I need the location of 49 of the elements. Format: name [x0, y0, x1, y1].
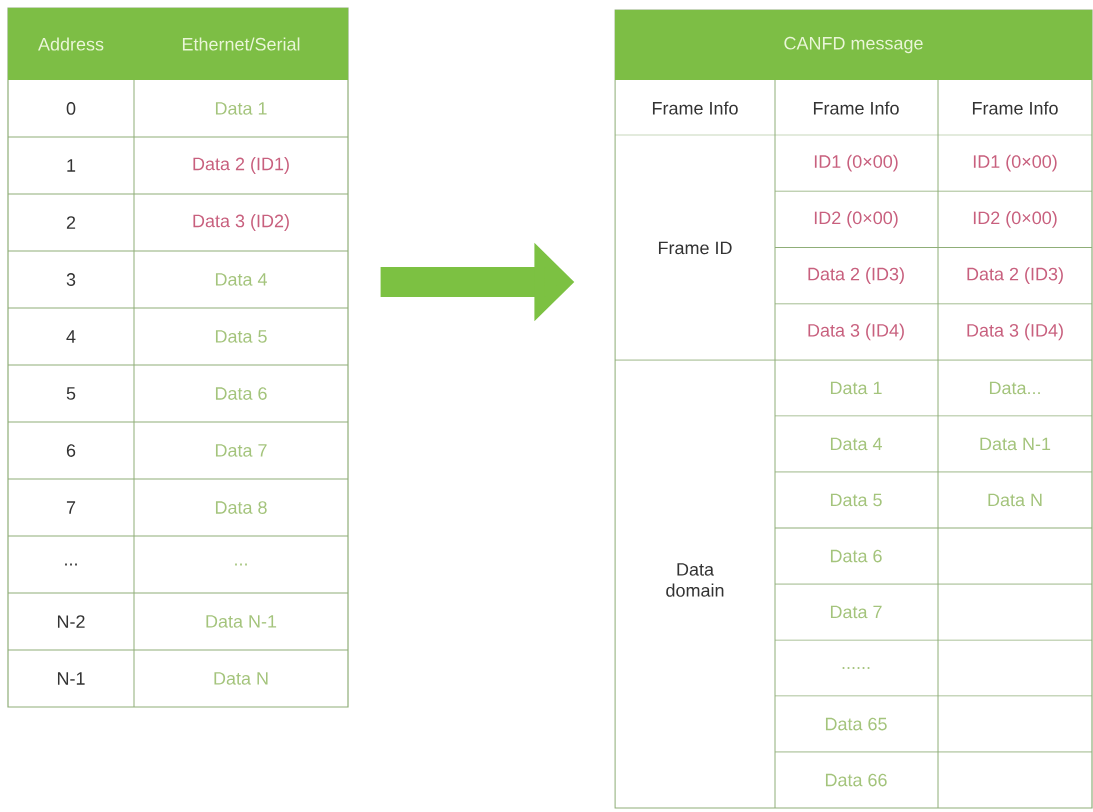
header-cell: Ethernet/Serial	[134, 8, 348, 80]
cell-text: Data 3 (ID4)	[967, 323, 1063, 341]
cell-text: Frame Info	[813, 101, 899, 115]
cell-text: Data 2 (ID3)	[808, 267, 904, 284]
cell-text: Data N-1	[206, 615, 277, 628]
cell-text: Data 1	[830, 381, 882, 395]
cell-text: 1	[67, 159, 76, 172]
header-cell: Address	[8, 8, 134, 80]
cell-text: Data...	[989, 381, 1040, 395]
cell-text: 3	[66, 273, 76, 286]
cell-text: Data N	[988, 493, 1042, 507]
cell-text: 5	[66, 387, 76, 400]
cell-text: Data 8	[215, 501, 267, 514]
cell-text: 6	[66, 444, 76, 457]
cell-text: 4	[66, 330, 76, 343]
cell-text: ...	[235, 563, 247, 566]
cell-text: ID2 (0×00)	[814, 211, 898, 228]
cell-text: Data 65	[825, 717, 887, 731]
cell-text: Data 3 (ID2)	[193, 214, 289, 231]
cell-text: Data 3 (ID4)	[808, 323, 904, 341]
cell-text: Data 66	[825, 773, 887, 787]
cell-text: Data 5	[215, 330, 267, 343]
cell-text: Data domain	[666, 563, 724, 597]
cell-text: 7	[66, 501, 76, 514]
cell-text: Data 6	[215, 387, 267, 400]
cell-text: Data 2 (ID3)	[967, 267, 1063, 284]
cell-text: N-1	[57, 672, 85, 685]
cell-text: ID1 (0×00)	[973, 154, 1057, 172]
cell-text: Data 5	[830, 493, 882, 507]
cell-text: Data 4	[830, 437, 882, 451]
header-cell: CANFD message	[615, 10, 1092, 80]
cell-text: 2	[66, 216, 76, 229]
cell-text: ...	[65, 563, 77, 566]
cell-text: 0	[66, 102, 76, 115]
cell-text: Data 4	[215, 273, 267, 286]
cell-text: N-2	[57, 615, 85, 628]
cell-text: Data 7	[830, 605, 882, 619]
cell-text: ID1 (0×00)	[814, 154, 898, 172]
cell-text: ......	[842, 667, 870, 669]
cell-text: Data N	[214, 672, 268, 685]
cell-text: ID2 (0×00)	[973, 211, 1057, 228]
cell-text: Data 2 (ID1)	[193, 157, 289, 174]
cell-text: Data 6	[830, 549, 882, 563]
cell-text: Data N-1	[980, 437, 1051, 451]
cell-text: Frame Info	[972, 101, 1058, 115]
cell-text: Frame Info	[652, 101, 738, 115]
cell-text: Data 1	[215, 102, 267, 115]
cell-text: Frame ID	[659, 241, 732, 255]
cell-text: Data 7	[215, 444, 267, 457]
